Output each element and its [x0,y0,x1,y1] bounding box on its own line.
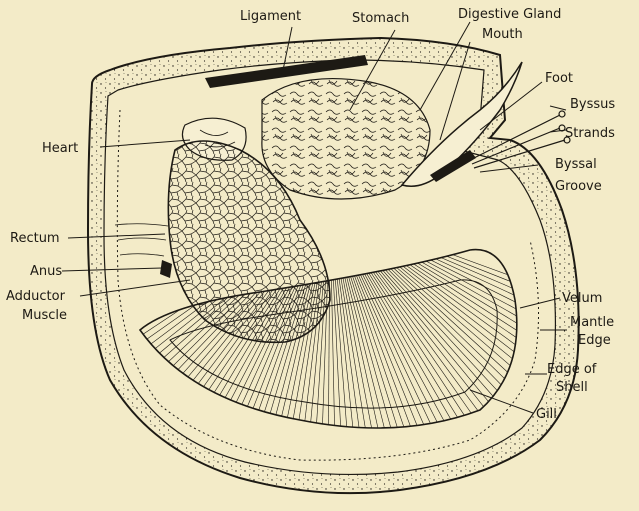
label-muscle: Muscle [22,308,67,323]
label-foot: Foot [545,71,573,86]
label-anus: Anus [30,264,62,279]
label-ligament: Ligament [240,9,301,24]
label-edge: Edge [578,333,611,348]
label-groove: Groove [555,179,602,194]
label-strands: Strands [565,126,615,141]
label-heart: Heart [42,141,78,156]
label-gill: Gill [536,407,557,422]
label-byssal: Byssal [555,157,597,172]
label-adductor: Adductor [6,289,66,304]
label-velum: Velum [562,291,602,306]
label-shell: Shell [556,380,588,395]
label-digestive-gland: Digestive Gland [458,7,561,22]
label-mouth: Mouth [482,27,523,42]
label-stomach: Stomach [352,11,409,26]
label-rectum: Rectum [10,231,60,246]
label-edge-of: Edge of [547,362,597,377]
label-mantle: Mantle [570,315,614,330]
label-byssus: Byssus [570,97,615,112]
